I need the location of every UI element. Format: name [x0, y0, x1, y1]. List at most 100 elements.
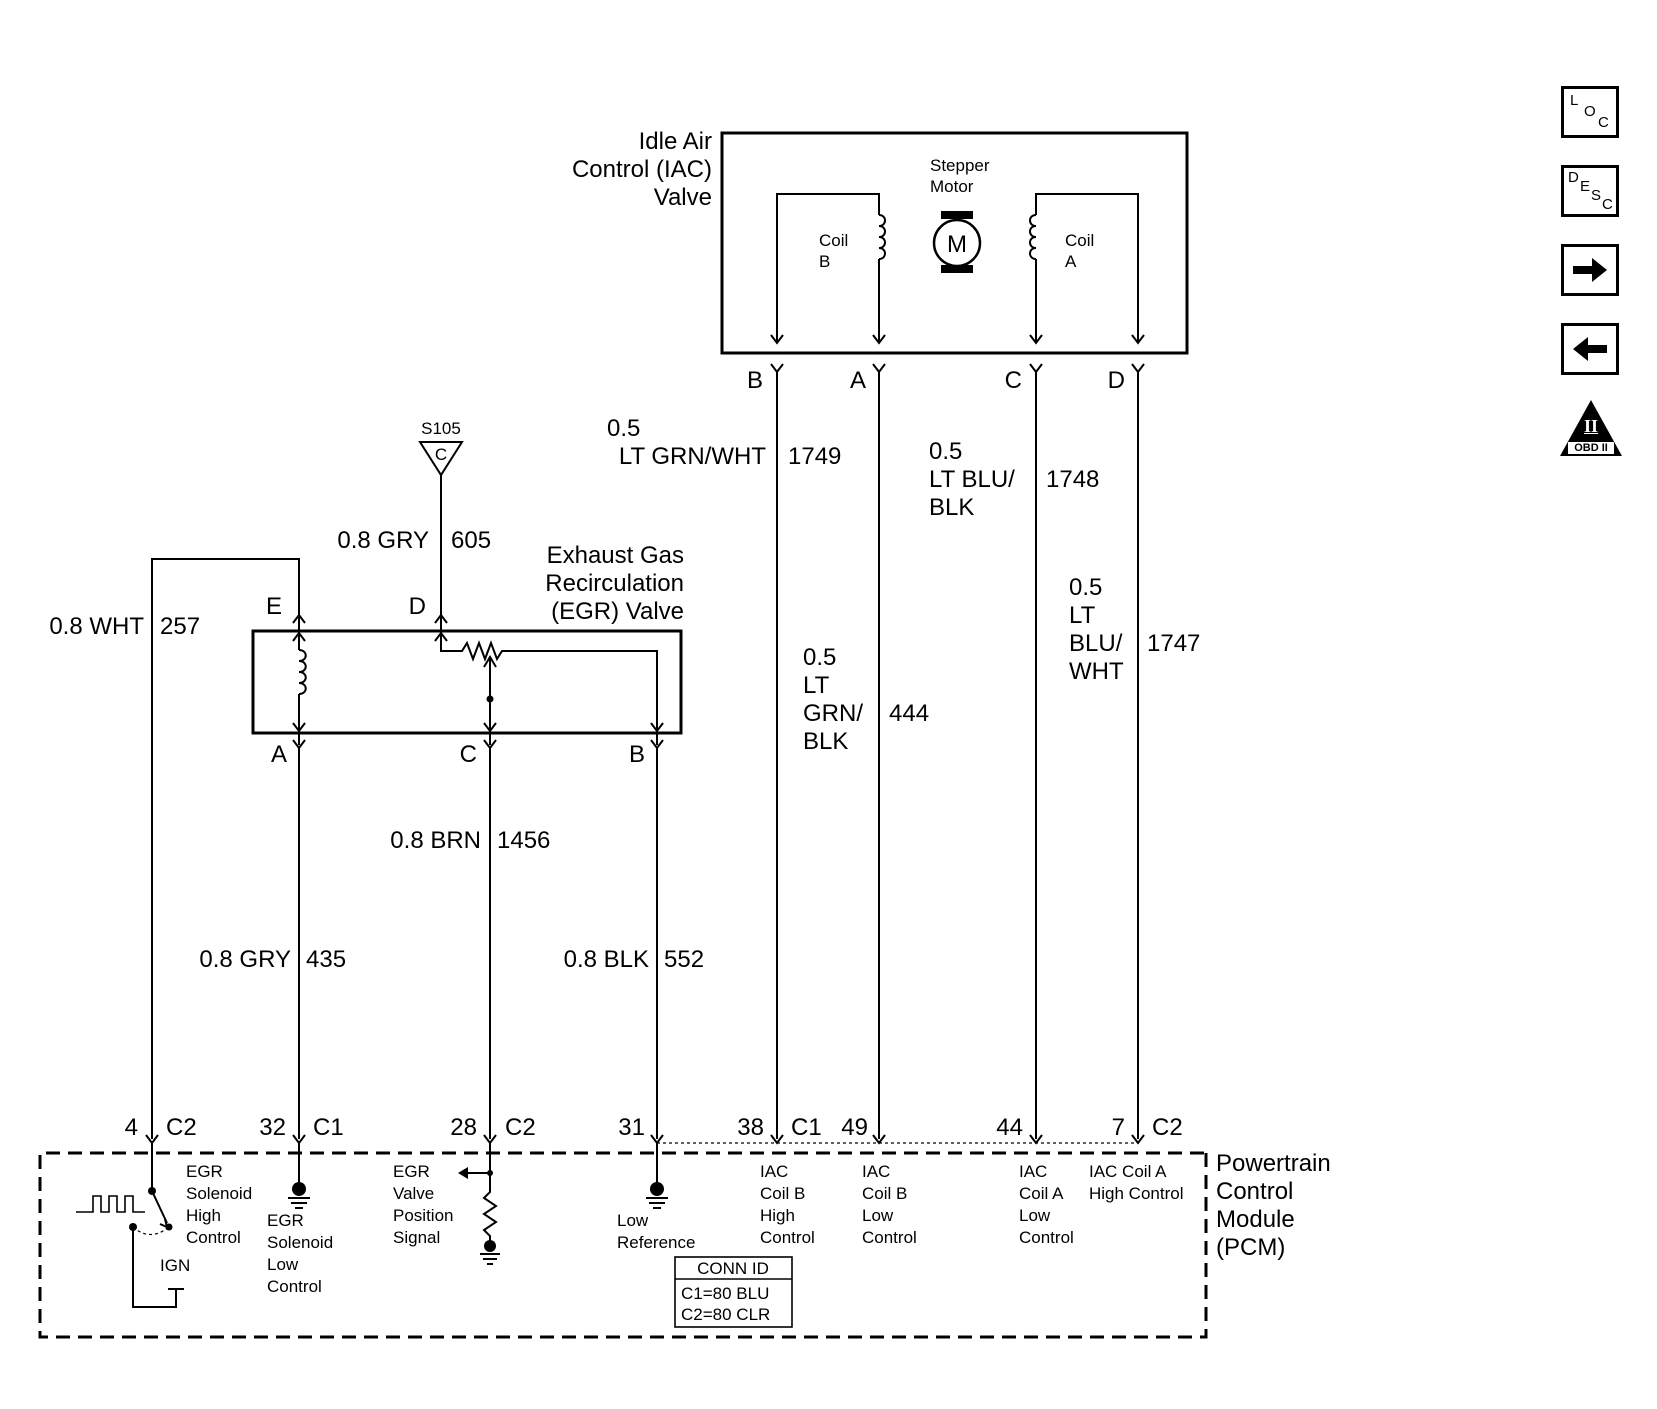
previous-button[interactable]	[1561, 323, 1619, 375]
conn-id-title: CONN ID	[697, 1259, 769, 1278]
egr-title-1: Exhaust Gas	[547, 542, 684, 569]
pwm-signal-icon	[76, 1195, 145, 1213]
stepper-label-2: Motor	[930, 177, 974, 196]
obd-label: OBD II	[1574, 442, 1608, 454]
egr-pos-label-4: Signal	[393, 1228, 440, 1247]
w435-label: 0.8 GRY	[199, 946, 291, 973]
iac-b-low-1: IAC	[862, 1162, 890, 1181]
egr-potentiometer-icon	[440, 617, 658, 745]
pcm-pin-49: 49	[841, 1114, 868, 1141]
w1748-gauge: 0.5	[929, 438, 962, 465]
low-ref-label-2: Reference	[617, 1233, 695, 1252]
ign-label: IGN	[160, 1256, 190, 1275]
wire-257	[151, 558, 300, 1139]
iac-b-low-2: Coil B	[862, 1184, 907, 1203]
pcm-pin-7: 7	[1112, 1114, 1125, 1141]
splice-icon	[418, 441, 464, 477]
loc-letter-o: O	[1584, 103, 1596, 120]
pcm-pin-31: 31	[618, 1114, 645, 1141]
egr-solenoid-coil-icon	[298, 649, 307, 695]
pcm-pin-28-conn: C2	[505, 1114, 536, 1141]
iac-a-high-1: IAC Coil A	[1089, 1162, 1167, 1181]
iac-pin-a: A	[850, 367, 866, 394]
iac-b-high-4: Control	[760, 1228, 815, 1247]
next-button[interactable]	[1561, 244, 1619, 296]
loc-button[interactable]: L O C	[1561, 86, 1619, 138]
egr-pos-label-2: Valve	[393, 1184, 434, 1203]
egr-title-2: Recirculation	[545, 570, 684, 597]
egr-high-label-3: High	[186, 1206, 221, 1225]
iac-pin-c-fork	[1029, 363, 1043, 379]
w1747-color-3: WHT	[1069, 658, 1124, 685]
w444-color-3: BLK	[803, 728, 848, 755]
pcm-pin-38-conn: C1	[791, 1114, 822, 1141]
desc-letter-e: E	[1580, 178, 1591, 195]
egr-bottom-arrows	[483, 722, 664, 733]
egr-low-label-3: Low	[267, 1255, 299, 1274]
egr-pin-b: B	[629, 741, 645, 768]
coil-a-arrows	[1029, 334, 1145, 345]
egr-pin-e: E	[266, 593, 282, 620]
splice-id: S105	[421, 419, 461, 438]
pcm-pin-forks	[145, 1134, 1145, 1145]
conn-id-table	[674, 1256, 793, 1328]
iac-a-low-4: Control	[1019, 1228, 1074, 1247]
egr-low-label-2: Solenoid	[267, 1233, 333, 1252]
low-ref-ground-node	[650, 1182, 664, 1196]
obd-ii-triangle-icon	[1560, 400, 1622, 456]
egr-pot-arrow-d	[434, 631, 448, 642]
obd-ii-button[interactable]: II OBD II	[1558, 398, 1624, 460]
iac-pin-d-fork	[1131, 363, 1145, 379]
iac-pin-b: B	[747, 367, 763, 394]
motor-top-bar	[941, 211, 973, 219]
low-ref-label-1: Low	[617, 1211, 649, 1230]
conn-id-c2: C2=80 CLR	[681, 1305, 770, 1324]
obd-numeral: II	[1583, 416, 1598, 436]
egr-pos-ground-icon	[480, 1253, 500, 1265]
pcm-title-1: Powertrain	[1216, 1150, 1331, 1177]
pcm-title-3: Module	[1216, 1206, 1295, 1233]
w605-label: 0.8 GRY	[337, 527, 429, 554]
pcm-title-4: (PCM)	[1216, 1234, 1285, 1261]
egr-high-label-2: Solenoid	[186, 1184, 252, 1203]
iac-b-high-3: High	[760, 1206, 795, 1225]
egr-valve: Exhaust Gas Recirculation (EGR) Valve E …	[251, 542, 684, 768]
w444-circuit: 444	[889, 700, 929, 727]
coil-a-label-2: A	[1065, 252, 1077, 271]
arrow-right-icon	[1573, 258, 1607, 282]
pcm-pin-7-conn: C2	[1152, 1114, 1183, 1141]
w1749-gauge: 0.5	[607, 415, 640, 442]
splice-s105: S105 C	[418, 419, 464, 615]
egr-coil-arrow-top	[292, 631, 306, 642]
egr-pos-arrow-icon	[458, 1167, 468, 1179]
egr-title-3: (EGR) Valve	[551, 598, 684, 625]
conn-id-c1: C1=80 BLU	[681, 1284, 769, 1303]
pcm-module: Powertrain Control Module (PCM) IGN EGR …	[38, 1143, 1331, 1339]
egr-coil-arrow-bottom	[292, 722, 306, 733]
coil-a-wire	[1035, 193, 1139, 343]
ign-wire	[132, 1227, 184, 1308]
w1748-circuit: 1748	[1046, 466, 1099, 493]
desc-button[interactable]: D E S C	[1561, 165, 1619, 217]
iac-title-2: Control (IAC)	[572, 156, 712, 183]
iac-b-low-4: Control	[862, 1228, 917, 1247]
motor-label: M	[947, 231, 967, 258]
egr-pos-label-1: EGR	[393, 1162, 430, 1181]
coil-b-arrows	[770, 334, 886, 345]
pcm-pin-32: 32	[259, 1114, 286, 1141]
pcm-title-2: Control	[1216, 1178, 1293, 1205]
low-ref-ground-icon	[646, 1197, 668, 1209]
iac-title-1: Idle Air	[639, 128, 712, 155]
w435-circuit: 435	[306, 946, 346, 973]
iac-pin-b-fork	[770, 363, 784, 379]
w1456-label: 0.8 BRN	[390, 827, 481, 854]
egr-pos-resistor-icon	[482, 1143, 498, 1242]
w1749-circuit: 1749	[788, 443, 841, 470]
stepper-motor-icon	[932, 218, 982, 268]
coil-b-wire	[776, 193, 880, 343]
egr-valve-box	[251, 629, 683, 735]
w552-label: 0.8 BLK	[564, 946, 649, 973]
egr-switch-dotted	[132, 1226, 170, 1236]
egr-pin-d: D	[409, 593, 426, 620]
egr-low-label-1: EGR	[267, 1211, 304, 1230]
